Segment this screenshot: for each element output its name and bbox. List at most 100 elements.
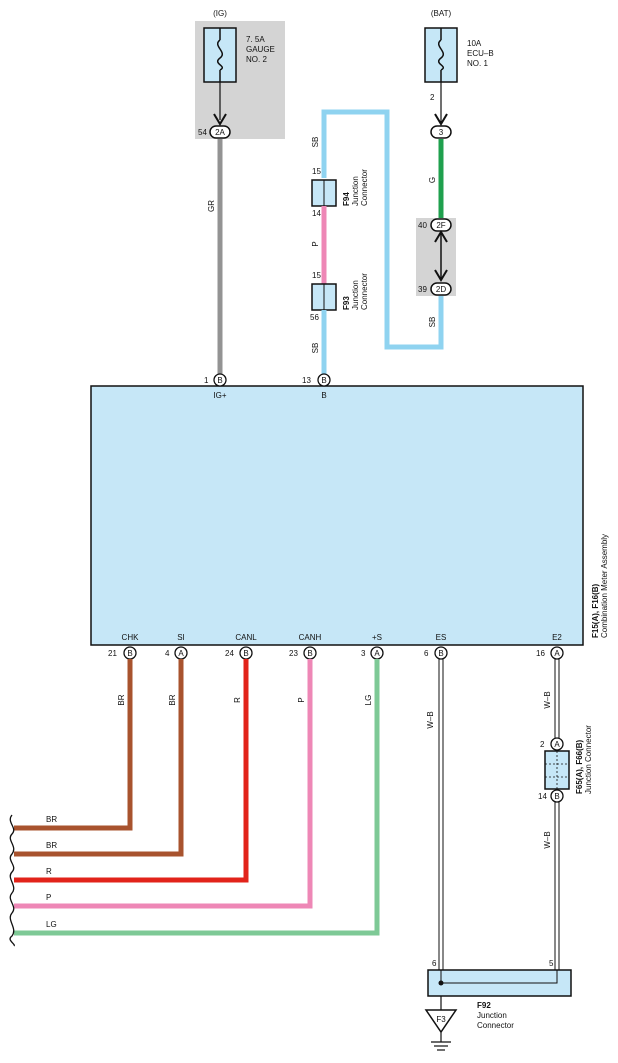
meter-pin-plus-s-letter: A xyxy=(374,649,380,658)
meter-pin-b-name: B xyxy=(321,391,326,400)
connector-2d-label: 2D xyxy=(436,285,446,294)
f92-id: F92 xyxy=(477,1001,491,1010)
meter-pin-igplus-name: IG+ xyxy=(213,391,226,400)
bat-connector-label: 3 xyxy=(439,128,444,137)
ig-connector-pin: 54 xyxy=(198,128,207,137)
f94-pin-top: 15 xyxy=(312,167,321,176)
wire-br-chk xyxy=(14,659,133,831)
bus-label-br1: BR xyxy=(46,815,57,824)
fuse-icon xyxy=(217,28,223,82)
bat-source-label: (BAT) xyxy=(431,9,452,18)
bat-connector-3 xyxy=(430,125,452,139)
meter-pin-canl-num: 24 xyxy=(225,649,234,658)
wire-lg-label: LG xyxy=(364,695,373,706)
f93-pin-top: 15 xyxy=(312,271,321,280)
meter-pin-canh-letter: B xyxy=(307,649,312,658)
meter-pin-e2-num: 16 xyxy=(536,649,545,658)
meter-pin-e2-name: E2 xyxy=(552,633,562,642)
bat-fuse-name: ECU–B xyxy=(467,49,494,58)
meter-id: F15(A), F16(B) xyxy=(591,583,600,638)
meter-pin-es-name: ES xyxy=(436,633,447,642)
ig-fuse-rating: 7. 5A xyxy=(246,35,265,44)
f92-pin-left: 6 xyxy=(432,959,437,968)
ig-source-label: (IG) xyxy=(213,9,227,18)
f92-internal-link xyxy=(440,970,558,984)
f93-id: F93 xyxy=(342,296,351,310)
combination-meter-assembly xyxy=(90,385,584,646)
f65-pin-a-letter: A xyxy=(554,740,560,749)
meter-pin-canl-name: CANL xyxy=(235,633,257,642)
f92-pin-right: 5 xyxy=(549,959,554,968)
wire-lg-s xyxy=(14,659,380,936)
f92-name2: Connector xyxy=(477,1021,514,1030)
ground-icon xyxy=(431,1032,451,1051)
meter-pin-plus-s-num: 3 xyxy=(361,649,366,658)
wire-sb-top-label: SB xyxy=(311,137,320,148)
meter-pin-igplus-num: 1 xyxy=(204,376,209,385)
f93-name2: Connector xyxy=(360,273,369,310)
harness-break-icon xyxy=(9,814,15,947)
f65-pin-b xyxy=(550,789,564,803)
f93-pin-bottom: 56 xyxy=(310,313,319,322)
ground-triangle-icon xyxy=(424,1009,458,1034)
meter-pin-si-name: SI xyxy=(177,633,185,642)
connector-2f-label: 2F xyxy=(436,221,445,230)
meter-pin-chk-name: CHK xyxy=(122,633,140,642)
wire-r-label: R xyxy=(233,697,242,703)
bat-fuse-rating: 10A xyxy=(467,39,482,48)
bus-label-br2: BR xyxy=(46,841,57,850)
meter-pin-plus-s-name: +S xyxy=(372,633,382,642)
meter-pin-es-letter: B xyxy=(438,649,443,658)
wire-r-canl xyxy=(14,659,249,883)
fuse-icon xyxy=(438,28,444,82)
wire-sb-mid-label: SB xyxy=(311,343,320,354)
meter-pin-b-num: 13 xyxy=(302,376,311,385)
f94-pin-bottom: 14 xyxy=(312,209,321,218)
meter-pin-si-letter: A xyxy=(178,649,184,658)
f65-pin-bottom: 14 xyxy=(538,792,547,801)
meter-pin-es-num: 6 xyxy=(424,649,429,658)
ig-connector-2a xyxy=(209,125,231,139)
meter-pin-chk-num: 21 xyxy=(108,649,117,658)
connector-2d xyxy=(430,282,452,296)
wire-g-label: G xyxy=(428,177,437,183)
f65-pin-top: 2 xyxy=(540,740,545,749)
wire-wb-es xyxy=(438,659,444,970)
arrow-icon xyxy=(434,230,448,243)
f65-id: F65(A), F66(B) xyxy=(575,739,584,794)
meter-pin-e2-letter: A xyxy=(554,649,560,658)
connector-2d-pin: 39 xyxy=(418,285,427,294)
wire-sb-right-label: SB xyxy=(428,317,437,328)
bus-label-p: P xyxy=(46,893,51,902)
f94-name2: Connector xyxy=(360,169,369,206)
f65-pin-a xyxy=(550,737,564,751)
f94-id: F94 xyxy=(342,192,351,206)
bus-label-r: R xyxy=(46,867,52,876)
wire-p-canh xyxy=(14,659,313,909)
meter-pin-b-letter: B xyxy=(321,376,326,385)
meter-pin-canh-num: 23 xyxy=(289,649,298,658)
wire-br1-label: BR xyxy=(117,694,126,705)
f92-junction-dot xyxy=(438,980,444,986)
ig-fuse-number: NO. 2 xyxy=(246,55,267,64)
meter-pin-si-num: 4 xyxy=(165,649,170,658)
wire-p-mid-label: P xyxy=(311,241,320,246)
ground-label: F3 xyxy=(436,1015,446,1024)
wire-wb1-label: W–B xyxy=(426,711,435,728)
meter-pin-chk-letter: B xyxy=(127,649,132,658)
meter-pin-b xyxy=(317,373,331,387)
wire-wb2-label: W–B xyxy=(543,691,552,708)
wire-p-label: P xyxy=(297,697,306,702)
wire-sb-loop xyxy=(321,109,444,350)
ig-fuse-name: GAUGE xyxy=(246,45,275,54)
wire-wb3-label: W–B xyxy=(543,831,552,848)
bat-fuse-pin: 2 xyxy=(430,93,435,102)
meter-pin-e2 xyxy=(550,646,564,660)
f94-name1: Junction xyxy=(351,176,360,206)
bat-fuse-number: NO. 1 xyxy=(467,59,488,68)
wire-gr-label: GR xyxy=(207,200,216,212)
wire-wb-e2 xyxy=(554,659,560,970)
f65-internal-grid xyxy=(545,751,569,789)
connector-2f-pin: 40 xyxy=(418,221,427,230)
